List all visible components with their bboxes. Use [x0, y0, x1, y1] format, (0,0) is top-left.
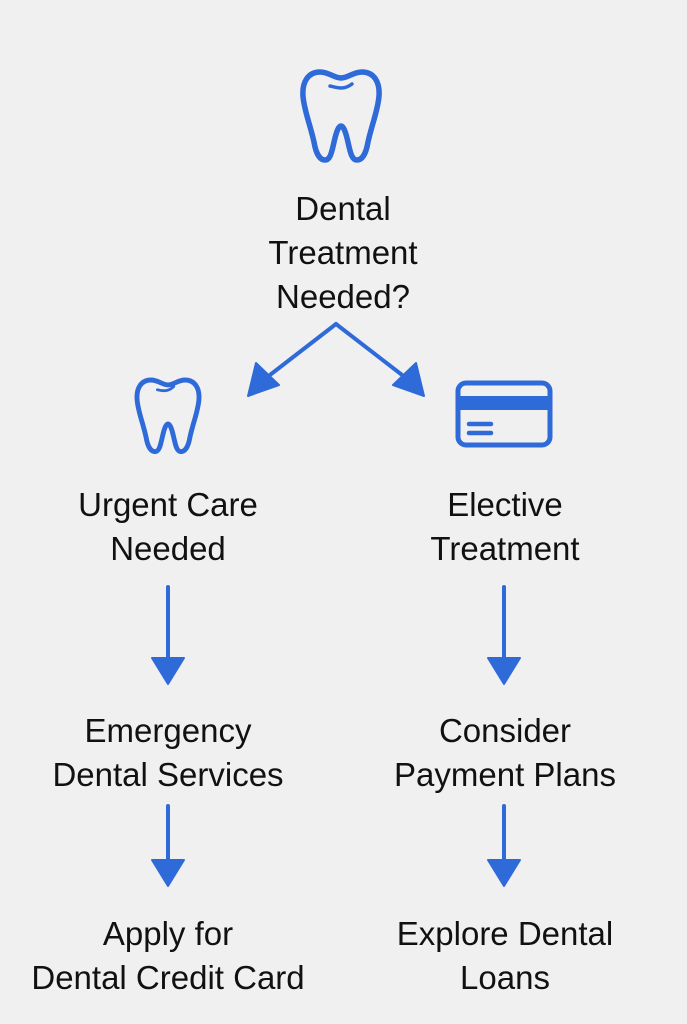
step-line: Emergency [84, 712, 252, 749]
step-dental-loans: Explore Dental Loans [397, 912, 613, 1000]
step-elective-treatment: Elective Treatment [430, 483, 579, 571]
step-line: Urgent Care [78, 486, 258, 523]
step-line: Dental Services [52, 756, 284, 793]
step-urgent-care: Urgent Care Needed [78, 483, 258, 571]
step-line: Needed [110, 530, 226, 567]
step-line: Treatment [430, 530, 580, 567]
step-line: Consider [438, 712, 572, 749]
step-emergency-services: Emergency Dental Services [52, 709, 283, 797]
step-payment-plans: Consider Payment Plans [394, 709, 616, 797]
step-line: Dental Credit Card [31, 959, 305, 996]
step-line: Payment Plans [394, 756, 616, 793]
step-apply-credit-card: Apply for Dental Credit Card [31, 912, 304, 1000]
tooth-icon [300, 69, 382, 163]
root-line-2: Treatment [268, 234, 418, 271]
step-line: Loans [460, 959, 550, 996]
root-line-3: Needed? [276, 278, 410, 315]
root-line-1: Dental [295, 190, 391, 227]
arrow-down-right-2 [487, 804, 521, 887]
step-line: Explore Dental [396, 915, 614, 952]
arrow-down-left-1 [151, 585, 185, 685]
step-line: Apply for [102, 915, 234, 952]
split-arrow-right [334, 322, 425, 397]
tooth-icon [134, 377, 202, 455]
credit-card-icon [455, 380, 553, 448]
step-line: Elective [447, 486, 563, 523]
arrow-down-right-1 [487, 585, 521, 685]
split-arrow-left [247, 322, 338, 397]
arrow-down-left-2 [151, 804, 185, 887]
root-question: Dental Treatment Needed? [268, 187, 417, 319]
